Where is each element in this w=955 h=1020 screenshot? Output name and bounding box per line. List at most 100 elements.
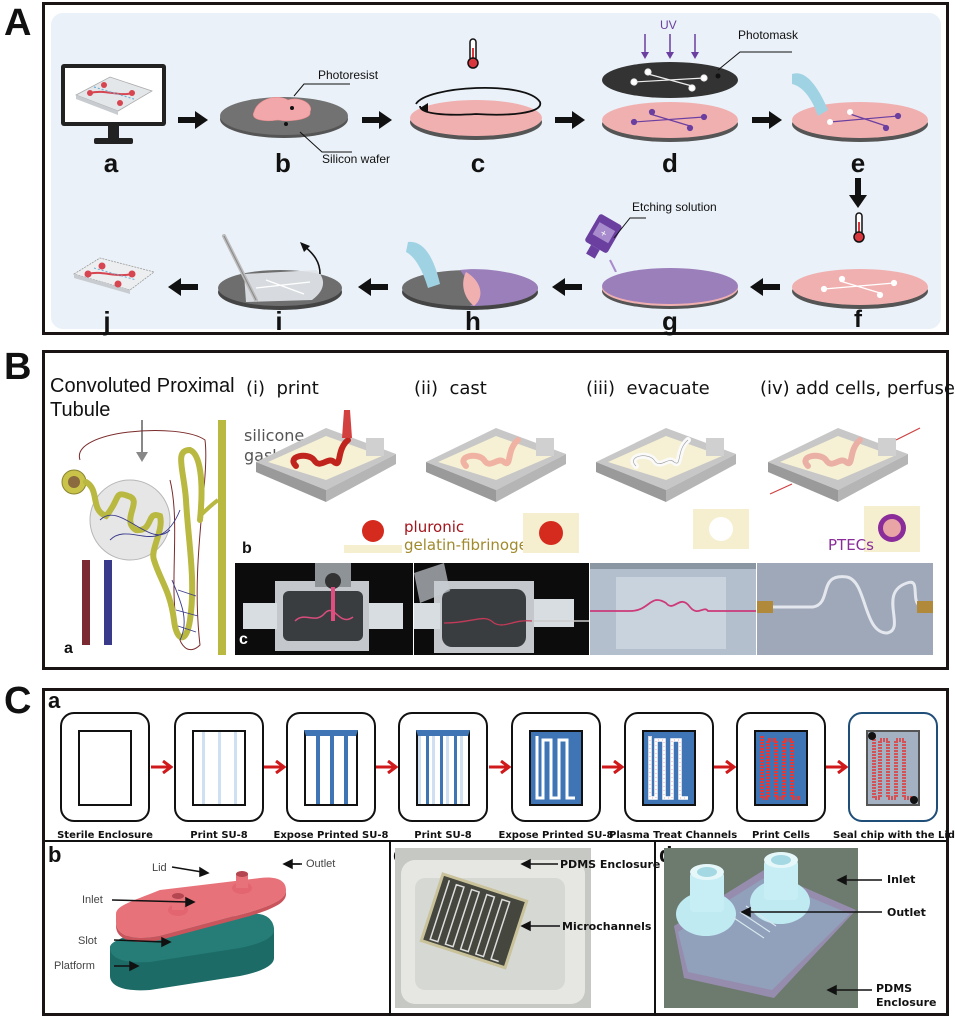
step-label-b: b <box>275 148 291 178</box>
outlet-label: Outlet <box>887 906 926 919</box>
step-box-print-cells <box>736 712 826 822</box>
step-label-j: j <box>103 306 111 336</box>
spin-coated-wafer <box>406 76 546 142</box>
gasket-perfuse <box>768 410 928 510</box>
step-iv-number: (iv) <box>760 378 790 399</box>
uv-arrows-icon <box>640 34 700 65</box>
panel-b-frame <box>42 350 949 670</box>
pluronic-label: pluronic <box>404 518 465 536</box>
divider <box>389 840 391 1016</box>
peel-pdms-wafer <box>216 234 346 312</box>
step-iii-number: (iii) <box>586 378 616 399</box>
gasket-evacuate <box>596 410 741 510</box>
serpentine-icon <box>529 730 583 806</box>
annotation-arrows <box>740 874 882 996</box>
step-caption: Print SU-8 <box>414 830 472 841</box>
pluronic-dot <box>362 520 384 542</box>
silicon-wafer-label: Silicon wafer <box>322 152 391 166</box>
sub-label-b: b <box>242 540 252 557</box>
su8-expose-icon <box>304 730 358 806</box>
svg-text:+: + <box>598 228 609 241</box>
wafer-with-photoresist <box>218 90 350 140</box>
step-box-print-su8-2 <box>398 712 488 822</box>
developed-wafer <box>790 68 930 144</box>
step-box-expose-su8 <box>286 712 376 822</box>
annotation-arrows <box>520 858 560 932</box>
step-iv-header: (iv) add cells, perfuse <box>760 378 955 399</box>
silicone-line1: silicone <box>244 426 305 445</box>
outlet-label: Outlet <box>306 858 336 870</box>
panel-c-letter: C <box>4 680 32 722</box>
step-label-i: i <box>275 306 283 336</box>
nephron-illustration <box>50 420 230 655</box>
step-caption: Print SU-8 <box>190 830 248 841</box>
pdms-enclosure-label: PDMS Enclosure <box>560 858 661 871</box>
thermometer-icon <box>852 212 866 249</box>
sub-label-a: a <box>48 688 61 713</box>
sub-label-c: c <box>239 631 248 648</box>
step-ii-header: (ii) cast <box>414 378 487 399</box>
step-label-g: g <box>662 306 678 336</box>
red-arrow-icon <box>376 759 399 779</box>
inlet-label: Inlet <box>82 894 103 906</box>
gasket-print <box>256 410 401 510</box>
su8-print-2-icon <box>416 730 470 806</box>
leader-line <box>293 83 350 97</box>
step-ii-number: (ii) <box>414 378 439 399</box>
leader-line <box>613 217 646 239</box>
su8-print-icon <box>192 730 246 806</box>
tubule-title: Convoluted Proximal Tubule <box>50 374 235 422</box>
arrow-left-icon <box>750 278 780 301</box>
annotation-arrows <box>111 858 302 972</box>
chip-cad-model <box>110 858 310 1008</box>
divider <box>45 840 946 842</box>
red-arrow-icon <box>264 759 287 779</box>
red-arrow-icon <box>151 759 174 779</box>
step-box-sterile-enclosure <box>60 712 150 822</box>
step-iii-label: evacuate <box>626 378 710 399</box>
plasma-icon <box>642 730 696 806</box>
photomask-and-wafer <box>600 60 740 145</box>
tubule-title-line1: Convoluted Proximal <box>50 375 235 397</box>
step-box-plasma-treat <box>624 712 714 822</box>
step-label-e: e <box>850 148 866 178</box>
thermometer-icon <box>466 38 480 75</box>
computer-monitor-icon <box>60 63 167 148</box>
step-caption: Seal chip with the Lid <box>833 830 955 841</box>
panel-c-frame <box>42 688 949 1016</box>
pdms-pour-wafer <box>400 240 540 312</box>
enclosure-icon <box>78 730 132 806</box>
step-i-number: (i) <box>246 378 266 399</box>
arrow-left-icon <box>358 278 388 301</box>
photo-cast <box>414 563 589 655</box>
step-i-header: (i) print <box>246 378 319 399</box>
etching-bottle-icon: + <box>572 212 632 277</box>
step-caption: Expose Printed SU-8 <box>498 830 614 841</box>
evacuate-swatch <box>693 509 749 549</box>
ptecs-label: PTECs <box>828 536 874 554</box>
gasket-cast <box>426 410 571 510</box>
tubule-title-line2: Tubule <box>50 399 111 421</box>
sub-label-b: b <box>48 842 62 867</box>
gelatin-label: gelatin-fibrinogen <box>404 536 538 554</box>
inlet-label: Inlet <box>887 873 916 886</box>
ptecs-swatch <box>864 506 920 552</box>
step-caption: Expose Printed SU-8 <box>273 830 389 841</box>
step-label-f: f <box>854 306 862 333</box>
etched-wafer <box>600 263 740 311</box>
leader-line <box>299 131 352 153</box>
photoresist-label: Photoresist <box>318 68 379 82</box>
photo-evacuate <box>590 563 756 655</box>
sub-label-a: a <box>64 640 73 657</box>
arrow-right-icon <box>752 111 782 134</box>
step-label-h: h <box>465 306 481 336</box>
arrow-right-icon <box>178 111 208 134</box>
panel-b-letter: B <box>4 346 32 388</box>
step-caption: Sterile Enclosure <box>57 830 153 841</box>
red-arrow-icon <box>489 759 512 779</box>
photo-perfuse <box>757 563 933 655</box>
step-caption: Print Cells <box>752 830 810 841</box>
sealed-chip-icon <box>866 730 920 806</box>
arrow-right-icon <box>362 111 392 134</box>
step-box-expose-su8-2 <box>511 712 601 822</box>
